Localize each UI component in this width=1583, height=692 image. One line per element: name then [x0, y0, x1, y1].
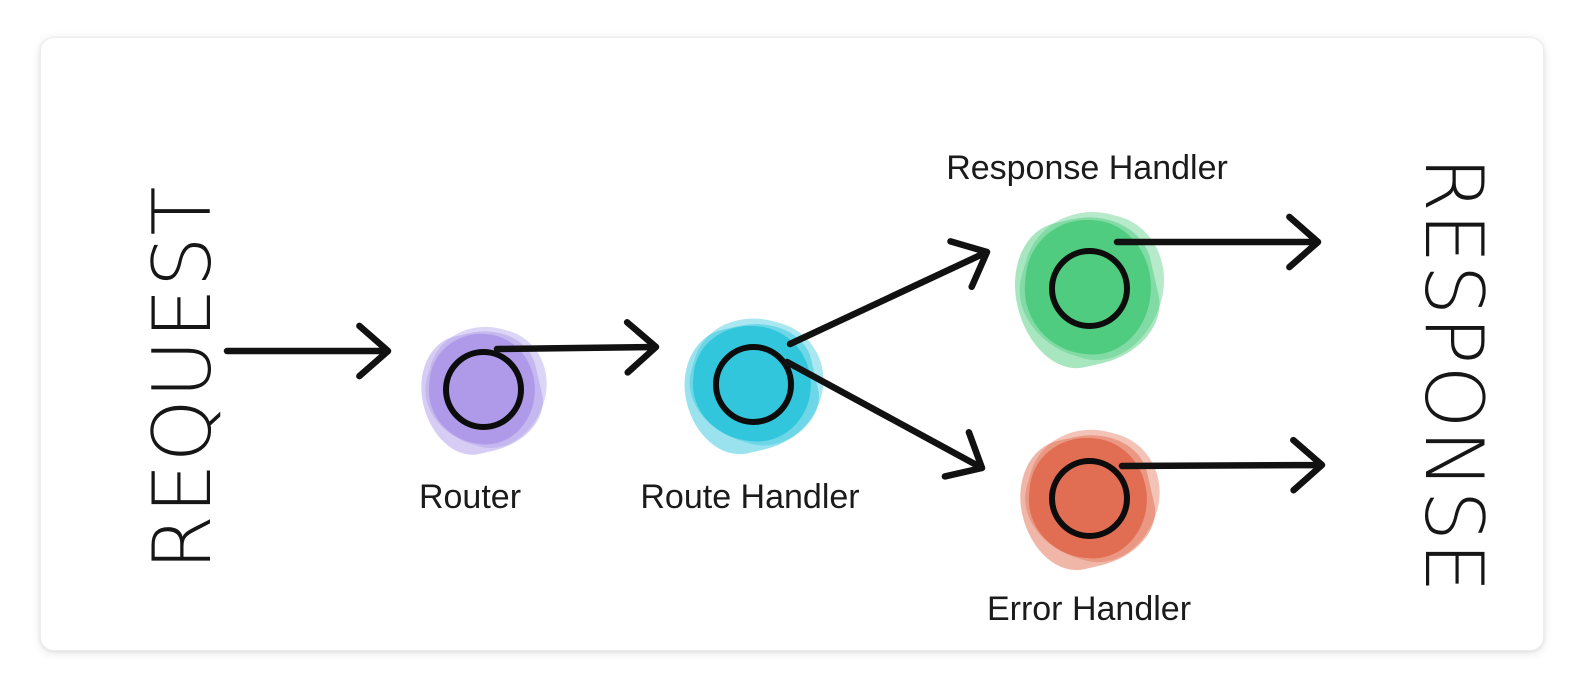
- node-label-router: Router: [418, 478, 522, 516]
- node-router: [409, 312, 560, 465]
- node-circle-icon: [442, 348, 524, 430]
- request-label: REQUEST: [136, 185, 229, 571]
- node-error-handler: [1007, 414, 1174, 581]
- response-label: RESPONSE: [1407, 156, 1500, 594]
- node-route-handler: [672, 303, 838, 464]
- node-label-error-handler: Error Handler: [986, 590, 1192, 628]
- node-circle-icon: [712, 343, 794, 425]
- node-circle-icon: [1048, 247, 1130, 329]
- node-circle-icon: [1048, 457, 1130, 539]
- node-label-route-handler: Route Handler: [640, 478, 860, 516]
- diagram-card: REQUEST Router Route Handler Response Ha…: [40, 37, 1544, 651]
- node-label-response-handler: Response Handler: [946, 149, 1228, 187]
- node-response-handler: [1001, 195, 1181, 380]
